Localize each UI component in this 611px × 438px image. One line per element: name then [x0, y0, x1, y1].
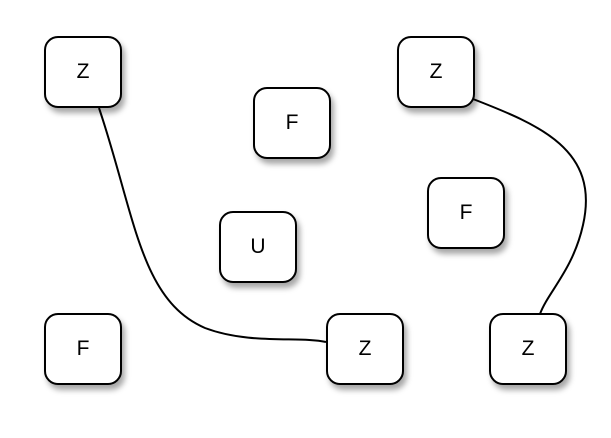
- node-label: F: [76, 337, 90, 360]
- node-f-right[interactable]: F: [427, 177, 505, 249]
- node-label: U: [250, 235, 266, 258]
- edge-z1-to-z3: [98, 107, 327, 343]
- node-label: Z: [429, 60, 443, 83]
- node-z-bottom-right[interactable]: Z: [489, 313, 567, 385]
- node-label: Z: [358, 337, 372, 360]
- node-label: Z: [521, 337, 535, 360]
- edge-z2-to-z4: [472, 98, 587, 315]
- node-label: Z: [76, 60, 90, 83]
- node-z-top-left[interactable]: Z: [44, 36, 122, 108]
- node-z-bottom-center[interactable]: Z: [326, 313, 404, 385]
- node-label: F: [459, 201, 473, 224]
- node-label: F: [285, 111, 299, 134]
- node-f-bottom-left[interactable]: F: [44, 313, 122, 385]
- node-u-center[interactable]: U: [219, 211, 297, 283]
- node-f-top-center[interactable]: F: [253, 87, 331, 159]
- node-z-top-right[interactable]: Z: [397, 36, 475, 108]
